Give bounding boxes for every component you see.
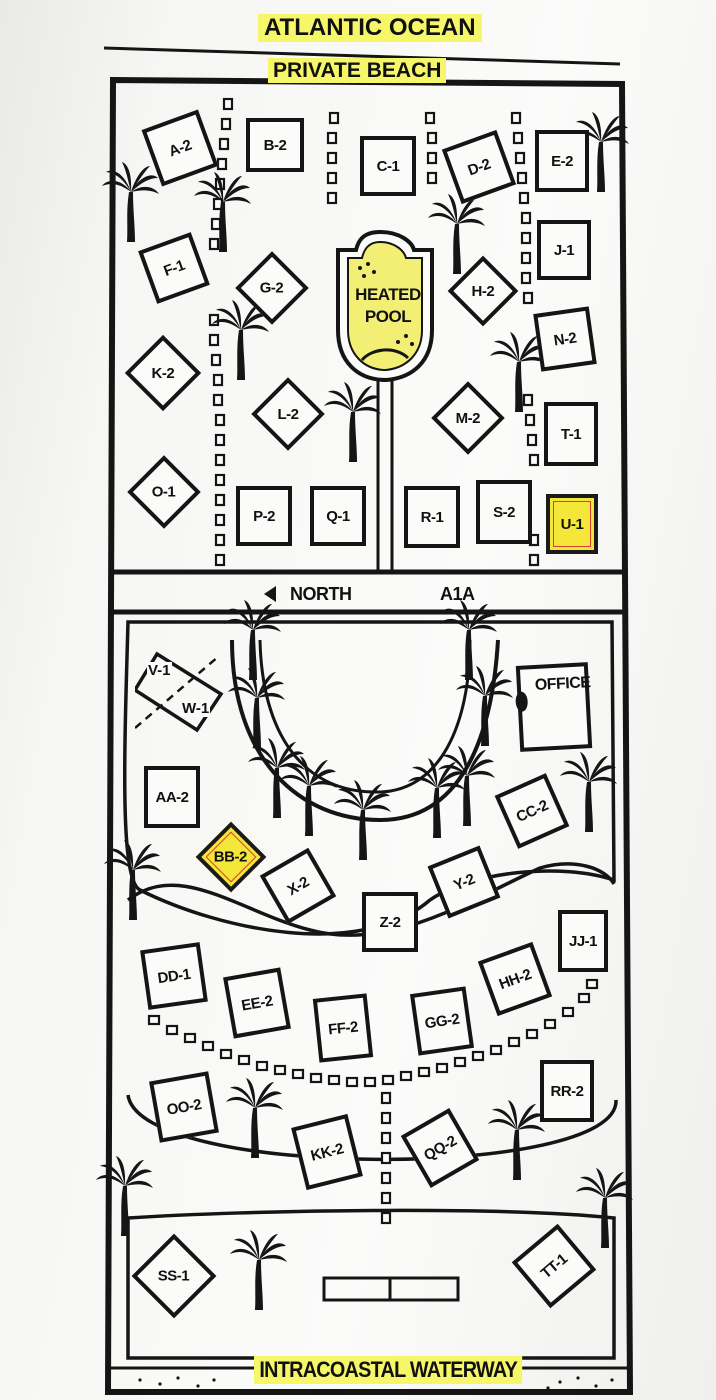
- unit-J-1[interactable]: J-1: [537, 220, 591, 280]
- unit-E-2[interactable]: E-2: [535, 130, 589, 192]
- unit-W-1: W-1: [181, 700, 211, 717]
- unit-N-2[interactable]: N-2: [533, 306, 597, 372]
- beach-label: PRIVATE BEACH: [268, 58, 447, 83]
- unit-V-1: V-1: [147, 662, 172, 679]
- unit-C-1[interactable]: C-1: [360, 136, 416, 196]
- office-label: OFFICE: [534, 674, 591, 694]
- units-v1-w1: V-1 W-1: [135, 650, 225, 734]
- unit-P-2[interactable]: P-2: [236, 486, 292, 546]
- unit-Z-2[interactable]: Z-2: [362, 892, 418, 952]
- heated-pool: [336, 229, 434, 383]
- unit-OO-2[interactable]: OO-2: [149, 1071, 219, 1143]
- waterway-label: INTRACOASTAL WATERWAY: [254, 1356, 523, 1384]
- ocean-label: ATLANTIC OCEAN: [258, 14, 482, 42]
- unit-GG-2[interactable]: GG-2: [409, 986, 475, 1056]
- unit-FF-2[interactable]: FF-2: [312, 993, 374, 1063]
- unit-R-1[interactable]: R-1: [404, 486, 460, 548]
- unit-U-1[interactable]: U-1: [546, 494, 598, 554]
- north-arrow-icon: [264, 586, 276, 602]
- office-building: OFFICE: [515, 662, 593, 752]
- office-door: [515, 691, 529, 712]
- unit-B-2[interactable]: B-2: [246, 118, 304, 172]
- unit-DD-1[interactable]: DD-1: [140, 942, 208, 1010]
- north-label: NORTH: [290, 584, 352, 604]
- highway-label: A1A: [440, 584, 475, 604]
- unit-T-1[interactable]: T-1: [544, 402, 598, 466]
- unit-JJ-1[interactable]: JJ-1: [558, 910, 608, 972]
- unit-S-2[interactable]: S-2: [476, 480, 532, 544]
- unit-RR-2[interactable]: RR-2: [540, 1060, 594, 1122]
- unit-EE-2[interactable]: EE-2: [223, 967, 291, 1039]
- shore-specks: [138, 1376, 614, 1390]
- unit-Q-1[interactable]: Q-1: [310, 486, 366, 546]
- v1-w1-outline: [135, 651, 224, 733]
- unit-AA-2[interactable]: AA-2: [144, 766, 200, 828]
